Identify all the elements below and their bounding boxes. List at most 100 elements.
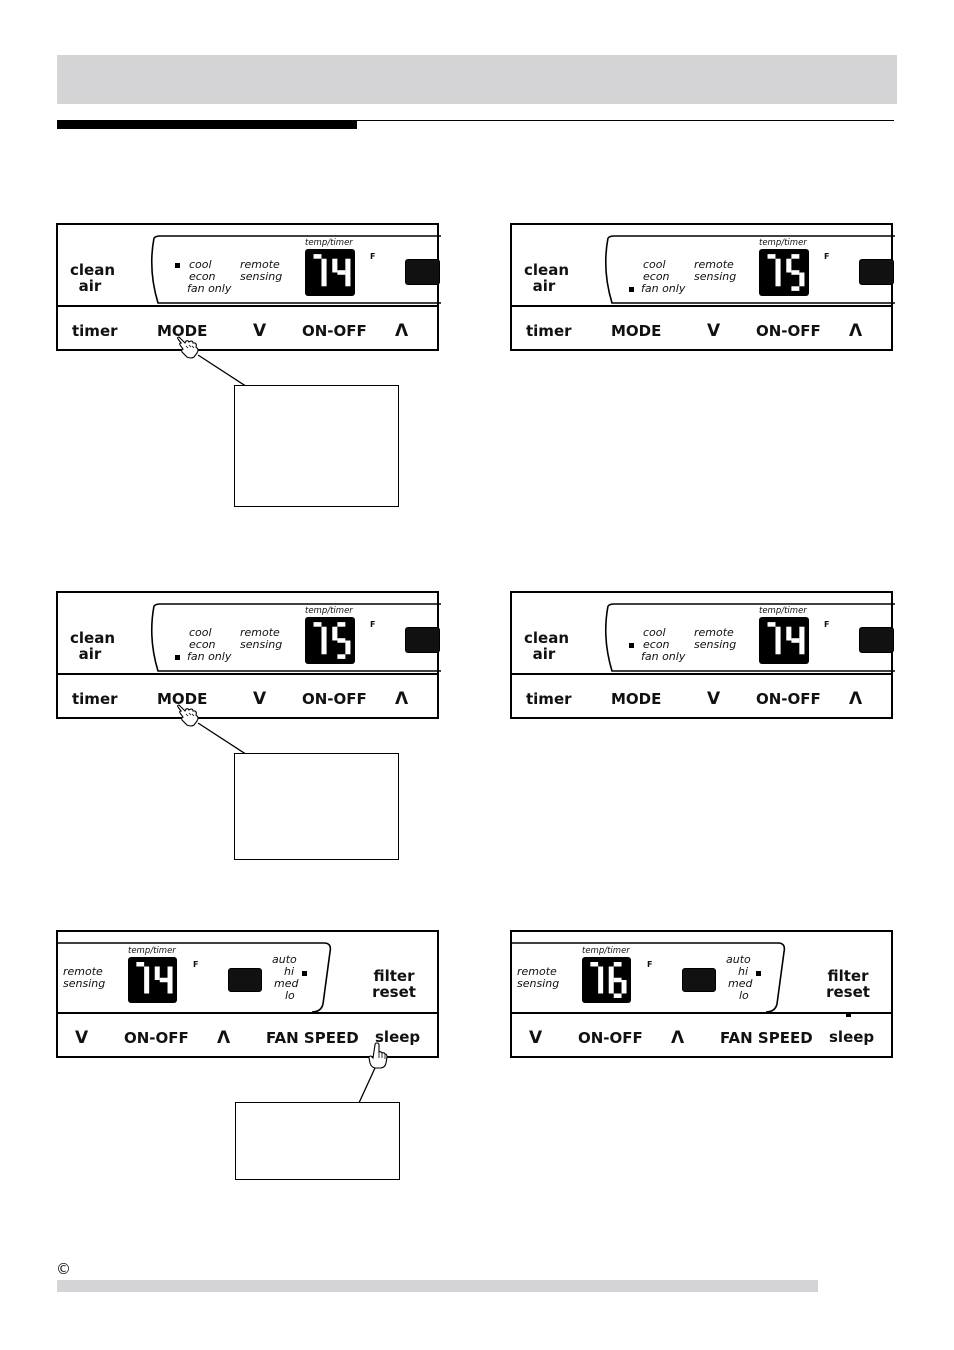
econ-label: econ xyxy=(189,270,216,283)
fan-speed-button[interactable]: FAN SPEED xyxy=(266,1029,359,1047)
econ-label: econ xyxy=(189,638,216,651)
fan-speed-button[interactable]: FAN SPEED xyxy=(720,1029,813,1047)
temp-up-button[interactable]: Λ xyxy=(217,1028,231,1048)
filter-reset-button[interactable]: filter reset xyxy=(824,968,872,1000)
pointing-hand-icon xyxy=(364,1042,390,1070)
on-off-button[interactable]: ON-OFF xyxy=(756,322,821,340)
temp-timer-label: temp/timer xyxy=(305,238,353,248)
temp-down-button[interactable]: V xyxy=(253,321,267,341)
cool-label: cool xyxy=(643,626,666,639)
lcd-digits xyxy=(313,622,351,659)
temperature-display xyxy=(582,957,631,1003)
lcd-digits xyxy=(590,962,627,998)
temp-down-button[interactable]: V xyxy=(707,321,721,341)
filter-label: filter xyxy=(827,967,869,985)
air-label: air xyxy=(78,277,102,295)
remote-sensor-window xyxy=(682,968,716,992)
temp-up-button[interactable]: Λ xyxy=(849,689,863,709)
sensing-label: sensing xyxy=(694,638,737,651)
callout-box-mode-1 xyxy=(234,385,399,507)
temp-timer-label: temp/timer xyxy=(305,606,353,616)
panel-divider xyxy=(512,1012,891,1014)
sleep-button[interactable]: sleep xyxy=(829,1028,875,1046)
temp-down-button[interactable]: V xyxy=(707,689,721,709)
filter-reset-button[interactable]: filter reset xyxy=(370,968,418,1000)
timer-button[interactable]: timer xyxy=(72,322,118,340)
econ-label: econ xyxy=(643,270,670,283)
panel-divider xyxy=(58,1012,437,1014)
med-speed-label: med xyxy=(274,977,299,990)
on-off-button[interactable]: ON-OFF xyxy=(302,690,367,708)
cool-label: cool xyxy=(189,626,212,639)
sensing-label: sensing xyxy=(240,638,283,651)
temp-down-button[interactable]: V xyxy=(75,1028,89,1048)
control-panel-1: clean air cool econ fan only remote sens… xyxy=(56,223,441,351)
clean-label: clean xyxy=(524,261,570,279)
control-panel-2: clean air cool econ fan only remote sens… xyxy=(510,223,895,351)
unit-label: F xyxy=(824,620,830,629)
unit-label: F xyxy=(370,620,376,629)
remote-sensor-window xyxy=(859,259,894,285)
fan-only-label: fan only xyxy=(187,282,232,295)
air-label: air xyxy=(532,277,556,295)
clean-label: clean xyxy=(524,629,570,647)
hi-speed-label: hi xyxy=(738,965,749,978)
mode-button[interactable]: MODE xyxy=(611,690,662,708)
panel-divider xyxy=(58,305,437,307)
timer-button[interactable]: timer xyxy=(72,690,118,708)
air-label: air xyxy=(78,645,102,663)
temp-down-button[interactable]: V xyxy=(253,689,267,709)
cool-label: cool xyxy=(643,258,666,271)
lcd-digits xyxy=(313,254,351,287)
temp-timer-label: temp/timer xyxy=(759,238,807,248)
remote-sensor-window xyxy=(405,627,440,653)
section-rule-thick xyxy=(57,120,357,129)
remote-label: remote xyxy=(694,626,734,639)
clean-air-button[interactable]: clean air xyxy=(524,629,570,662)
on-off-button[interactable]: ON-OFF xyxy=(578,1029,643,1047)
callout-box-mode-2 xyxy=(234,753,399,860)
reset-label: reset xyxy=(826,983,870,1001)
mode-button[interactable]: MODE xyxy=(611,322,662,340)
panel-divider xyxy=(512,305,891,307)
temperature-display xyxy=(759,249,809,296)
on-off-button[interactable]: ON-OFF xyxy=(756,690,821,708)
filter-label: filter xyxy=(373,967,415,985)
unit-label: F xyxy=(193,960,199,969)
temp-up-button[interactable]: Λ xyxy=(395,321,409,341)
on-off-button[interactable]: ON-OFF xyxy=(302,322,367,340)
hi-speed-label: hi xyxy=(284,965,295,978)
section-rule-thin xyxy=(357,120,894,121)
timer-button[interactable]: timer xyxy=(526,690,572,708)
fan-only-indicator xyxy=(175,655,180,660)
cool-label: cool xyxy=(189,258,212,271)
on-off-button[interactable]: ON-OFF xyxy=(124,1029,189,1047)
temp-up-button[interactable]: Λ xyxy=(849,321,863,341)
clean-air-button[interactable]: clean air xyxy=(70,630,115,663)
temp-down-button[interactable]: V xyxy=(529,1028,543,1048)
clean-air-button[interactable]: clean air xyxy=(70,262,115,295)
copyright-symbol: © xyxy=(56,1260,71,1278)
temp-up-button[interactable]: Λ xyxy=(395,689,409,709)
timer-button[interactable]: timer xyxy=(526,322,572,340)
control-panel-6: remote sensing temp/timer F auto hi med … xyxy=(510,930,893,1058)
remote-sensor-window xyxy=(228,968,262,992)
temp-timer-label: temp/timer xyxy=(582,946,630,956)
hi-speed-indicator xyxy=(302,971,307,976)
sensing-label: sensing xyxy=(63,977,106,990)
mode-button[interactable]: MODE xyxy=(157,322,208,340)
sensing-label: sensing xyxy=(694,270,737,283)
mode-button[interactable]: MODE xyxy=(157,690,208,708)
auto-speed-label: auto xyxy=(272,953,297,966)
auto-speed-label: auto xyxy=(726,953,751,966)
fan-only-label: fan only xyxy=(641,282,686,295)
control-panel-5: remote sensing temp/timer F auto hi med … xyxy=(56,930,439,1058)
sleep-button[interactable]: sleep xyxy=(375,1028,421,1046)
lo-speed-label: lo xyxy=(285,989,295,1002)
callout-box-sleep xyxy=(235,1102,400,1180)
remote-label: remote xyxy=(694,258,734,271)
clean-air-button[interactable]: clean air xyxy=(524,261,570,295)
fan-only-indicator xyxy=(629,287,634,292)
temp-up-button[interactable]: Λ xyxy=(671,1028,685,1048)
remote-sensor-window xyxy=(405,259,440,285)
